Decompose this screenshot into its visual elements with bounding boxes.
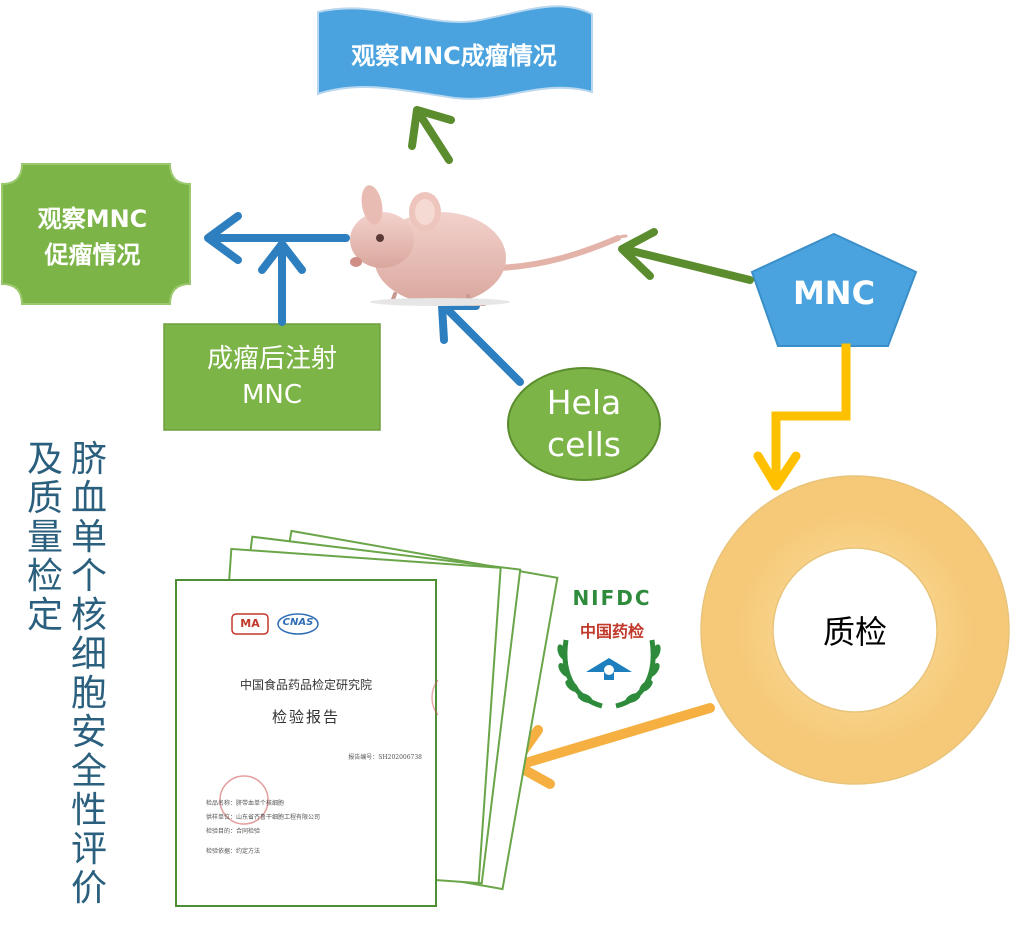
report-field-2: 供样单位：山东省齐鲁干细胞工程有限公司 <box>206 814 321 821</box>
mnc-label: MNC <box>792 274 876 312</box>
arrow-hela-to-mouse <box>438 302 524 386</box>
nifdc-logo-inner-text: 中国药检 <box>579 622 644 641</box>
nude-mouse-image <box>350 185 628 306</box>
hela-cells-label: Hela cells <box>546 383 622 464</box>
arrow-qc-to-report <box>509 703 715 789</box>
observe-mnc-tumor-label: 观察MNC成瘤情况 <box>351 41 557 70</box>
report-number: 报告编号：SH202006738 <box>348 754 422 761</box>
qc-ring <box>701 476 1009 784</box>
inject-box-shape <box>163 323 381 431</box>
promote-box-shape <box>1 163 191 305</box>
arrow-mouse-to-promote <box>204 212 350 264</box>
mnc-pentagon <box>750 232 918 347</box>
arrow-inject-up <box>258 240 306 326</box>
observe-mnc-promote-label: 观察MNC 促瘤情况 <box>37 205 148 269</box>
report-field-4: 检验依据：约定方法 <box>206 848 261 855</box>
inject-after-tumor-label: 成瘤后注射 MNC <box>206 344 337 410</box>
nifdc-logo-top-text: NIFDC <box>572 586 652 610</box>
vertical-title-left: 及质量检定 <box>26 439 63 636</box>
vertical-title-right: 脐血单个核细胞安全性评价 <box>70 439 107 909</box>
arrow-mouse-to-banner <box>408 106 455 164</box>
banner-shape <box>317 5 593 100</box>
report-documents <box>175 529 559 907</box>
report-doc-title: 检验报告 <box>271 708 340 726</box>
nifdc-logo <box>557 639 661 709</box>
report-ma-badge: MA <box>240 617 260 630</box>
arrow-mnc-to-mouse <box>618 228 754 284</box>
report-field-3: 检验目的：合同检验 <box>206 828 261 835</box>
hela-ellipse <box>507 367 661 481</box>
report-cnas-badge: CNAS <box>282 617 314 628</box>
report-field-1: 检品名称：脐带血单个核细胞 <box>206 800 285 807</box>
quality-check-label: 质检 <box>822 613 887 651</box>
arrow-mnc-to-qc <box>753 343 851 491</box>
report-institute: 中国食品药品检定研究院 <box>239 678 372 692</box>
